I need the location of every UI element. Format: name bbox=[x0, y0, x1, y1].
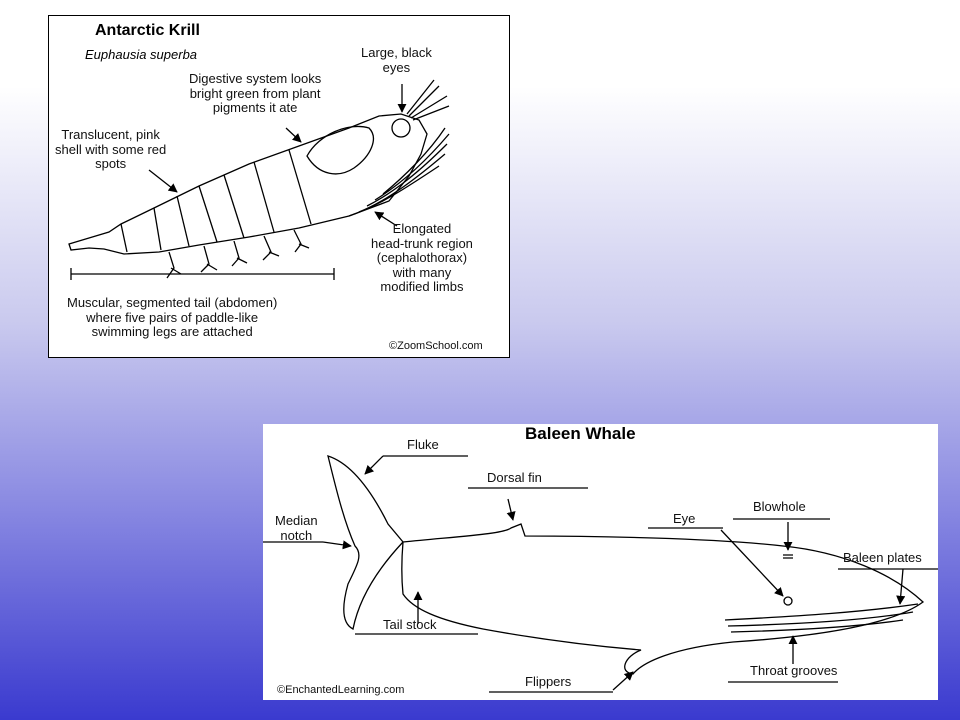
whale-fluke bbox=[327, 455, 404, 630]
label-baleen-plates: Baleen plates bbox=[843, 550, 922, 565]
label-segmented-tail: Muscular, segmented tail (abdomen) where… bbox=[67, 295, 278, 340]
krill-copyright: ©ZoomSchool.com bbox=[389, 340, 483, 352]
label-tail-stock: Tail stock bbox=[383, 617, 437, 632]
label-eye: Eye bbox=[673, 511, 696, 526]
krill-subtitle: Euphausia superba bbox=[85, 47, 198, 62]
label-flippers: Flippers bbox=[525, 674, 572, 689]
whale-blowhole-mark bbox=[783, 554, 793, 559]
krill-title: Antarctic Krill bbox=[95, 22, 200, 39]
label-fluke: Fluke bbox=[407, 437, 439, 452]
label-blowhole: Blowhole bbox=[753, 499, 806, 514]
krill-tail-bracket bbox=[70, 268, 335, 280]
krill-eye bbox=[391, 118, 411, 138]
whale-body bbox=[401, 523, 925, 675]
label-translucent-shell: Translucent, pink shell with some red sp… bbox=[55, 127, 167, 172]
whale-title: Baleen Whale bbox=[525, 424, 636, 443]
whale-diagram: Baleen Whale Fluke Dorsal fin Median not… bbox=[263, 424, 938, 700]
whale-eye-mark bbox=[783, 596, 793, 606]
label-digestive-system: Digestive system looks bright green from… bbox=[189, 71, 322, 116]
krill-drawing bbox=[68, 79, 450, 280]
label-throat-grooves: Throat grooves bbox=[750, 663, 838, 678]
whale-copyright: ©EnchantedLearning.com bbox=[277, 684, 405, 696]
whale-drawing bbox=[263, 455, 938, 693]
label-dorsal-fin: Dorsal fin bbox=[487, 470, 542, 485]
krill-digestive-organ bbox=[306, 125, 374, 175]
label-median-notch: Median notch bbox=[275, 513, 318, 543]
krill-body-outline bbox=[68, 113, 428, 255]
label-large-black-eyes: Large, black eyes bbox=[361, 45, 432, 75]
krill-diagram: Antarctic Krill Euphausia superba Large,… bbox=[48, 15, 510, 358]
label-head-trunk-region: Elongated head-trunk region (cephalothor… bbox=[371, 221, 473, 295]
